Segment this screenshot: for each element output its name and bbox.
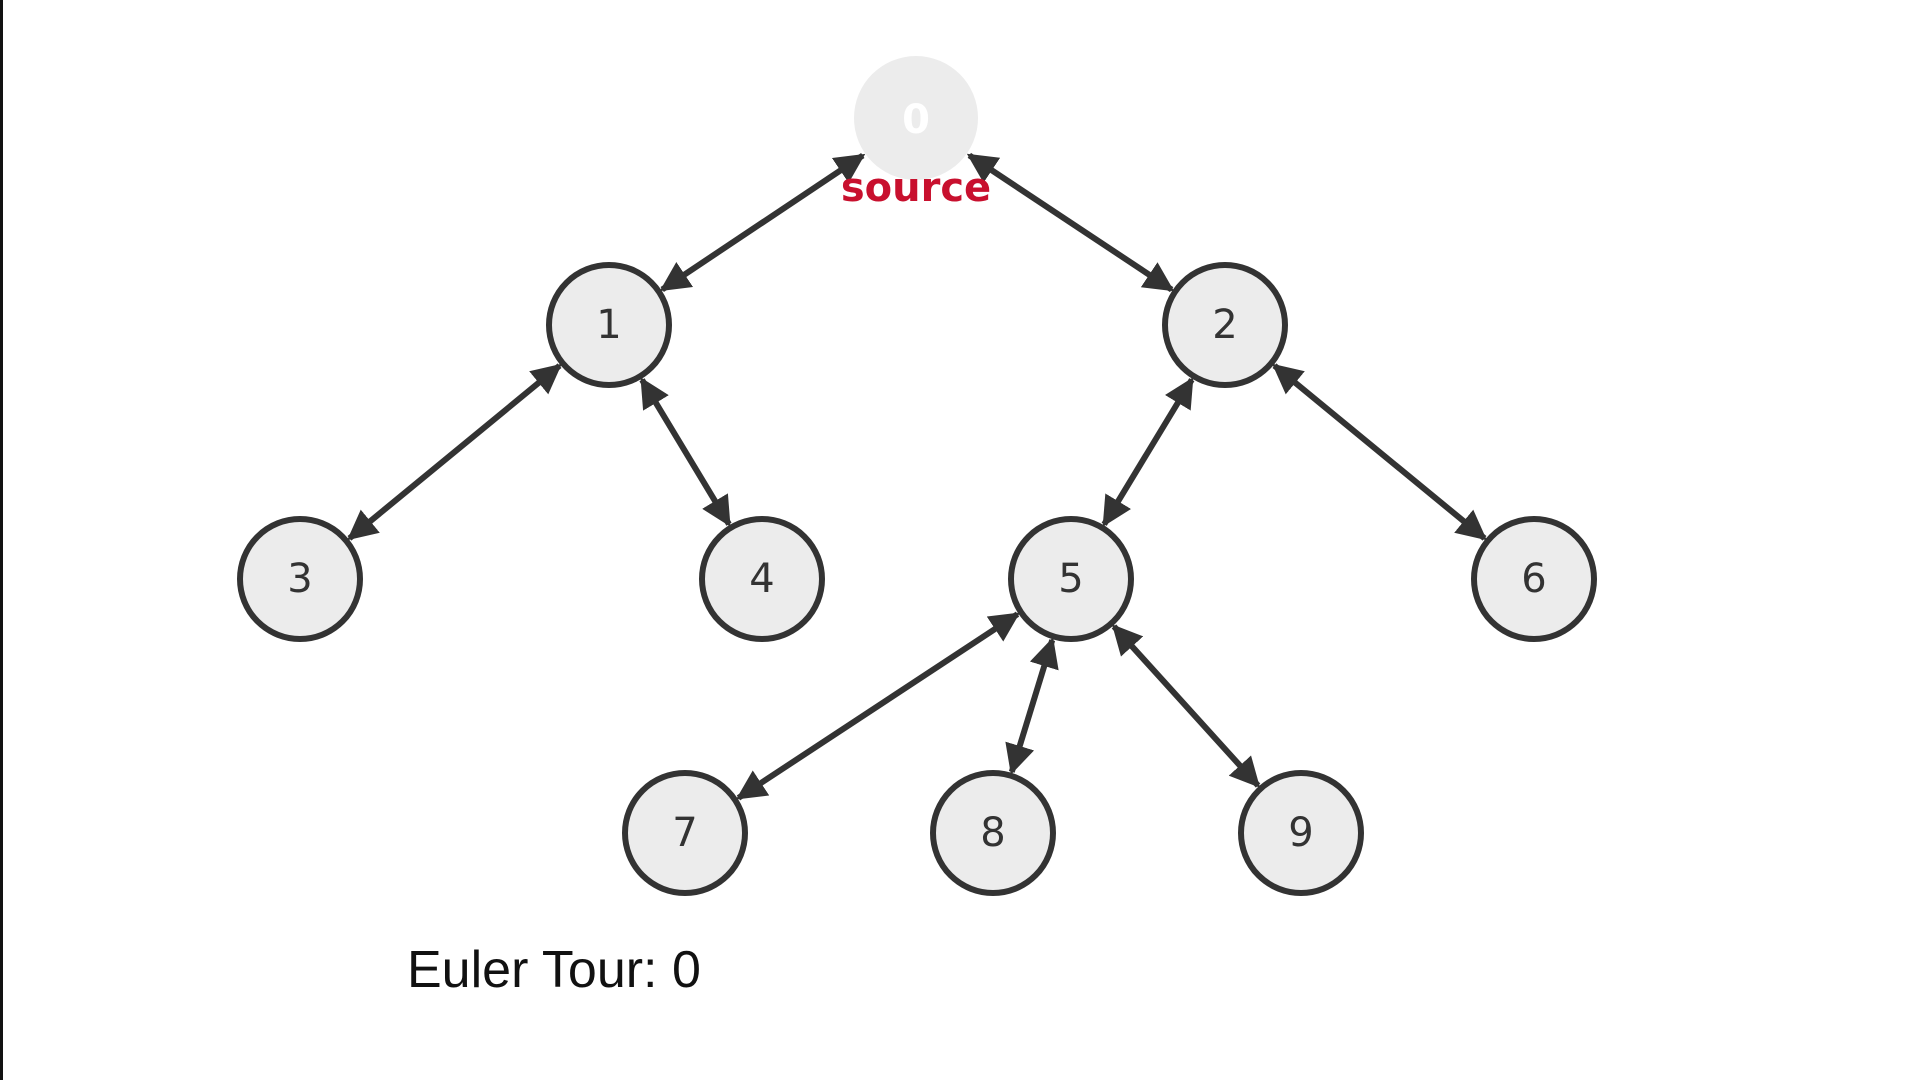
edge-1-3 bbox=[347, 363, 562, 541]
tree-node-9: 9 bbox=[1238, 770, 1364, 896]
node-circle-2 bbox=[1162, 262, 1288, 388]
node-circle-6 bbox=[1471, 516, 1597, 642]
node-label-8: 8 bbox=[980, 810, 1005, 856]
edge-5-7 bbox=[735, 611, 1021, 801]
node-circle-0 bbox=[854, 56, 978, 180]
node-label-1: 1 bbox=[596, 302, 621, 348]
node-circle-1 bbox=[546, 262, 672, 388]
edge-1-4 bbox=[639, 377, 732, 527]
tree-node-7: 7 bbox=[622, 770, 748, 896]
edge-0-2 bbox=[966, 152, 1175, 293]
edge-5-8 bbox=[1005, 637, 1059, 775]
nodes-layer: 0 1 2 3 4 5 6 7 8 9 bbox=[237, 56, 1597, 896]
tree-node-5: 5 bbox=[1008, 516, 1134, 642]
node-circle-4 bbox=[699, 516, 825, 642]
edge-5-9 bbox=[1111, 624, 1261, 788]
tree-node-0: 0 bbox=[854, 56, 978, 180]
edge-0-1 bbox=[659, 153, 866, 292]
node-label-2: 2 bbox=[1212, 302, 1237, 348]
source-label: source bbox=[841, 165, 991, 211]
node-label-7: 7 bbox=[672, 810, 697, 856]
tree-node-4: 4 bbox=[699, 516, 825, 642]
node-label-0: 0 bbox=[902, 97, 930, 143]
euler-tour-text: Euler Tour: 0 bbox=[407, 941, 701, 999]
tree-diagram: 0 1 2 3 4 5 6 7 8 9 source bbox=[237, 56, 1597, 896]
edge-2-6 bbox=[1272, 363, 1487, 541]
node-label-9: 9 bbox=[1288, 810, 1313, 856]
tree-node-2: 2 bbox=[1162, 262, 1288, 388]
tree-node-8: 8 bbox=[930, 770, 1056, 896]
node-circle-9 bbox=[1238, 770, 1364, 896]
tree-node-3: 3 bbox=[237, 516, 363, 642]
tree-node-1: 1 bbox=[546, 262, 672, 388]
edges-layer bbox=[347, 152, 1487, 801]
node-circle-8 bbox=[930, 770, 1056, 896]
node-circle-3 bbox=[237, 516, 363, 642]
node-circle-7 bbox=[622, 770, 748, 896]
node-label-3: 3 bbox=[287, 556, 312, 602]
node-label-6: 6 bbox=[1521, 556, 1546, 602]
node-label-4: 4 bbox=[749, 556, 774, 602]
node-circle-5 bbox=[1008, 516, 1134, 642]
tree-node-6: 6 bbox=[1471, 516, 1597, 642]
edge-2-5 bbox=[1101, 377, 1195, 527]
node-label-5: 5 bbox=[1058, 556, 1083, 602]
